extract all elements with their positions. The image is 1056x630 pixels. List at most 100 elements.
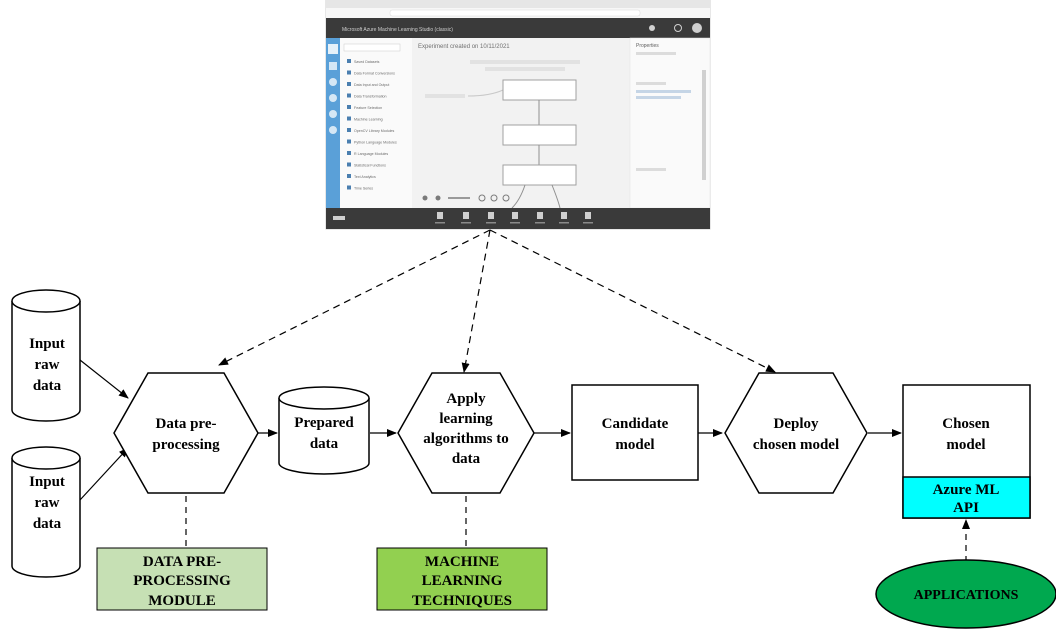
- command-button-icon[interactable]: [512, 212, 518, 219]
- command-button-icon[interactable]: [488, 212, 494, 219]
- apply-learning-line-1: Apply: [446, 391, 486, 407]
- module-item[interactable]: Machine Learning: [354, 118, 383, 122]
- module-palette: [340, 38, 412, 208]
- module-item-icon: [347, 128, 351, 132]
- palette-search-input[interactable]: [343, 43, 401, 52]
- command-button-icon[interactable]: [585, 212, 591, 219]
- module-item[interactable]: Saved Datasets: [354, 60, 380, 64]
- azure-ml-api-line-1: Azure ML: [933, 482, 1000, 498]
- data-preprocessing-line-2: processing: [152, 437, 220, 453]
- module-item-icon: [347, 174, 351, 178]
- datasets-icon[interactable]: [329, 110, 337, 118]
- machine-learning-techniques: MACHINE LEARNING TECHNIQUES: [376, 547, 548, 611]
- input-raw-data-2-line-1: Input: [29, 474, 65, 490]
- module-item-icon: [347, 151, 351, 155]
- input-raw-data-1: Input raw data: [11, 289, 81, 422]
- settings-icon[interactable]: [329, 126, 337, 134]
- experiment-module-3[interactable]: [502, 164, 577, 186]
- input-raw-data-1-line-2: raw: [35, 357, 60, 373]
- experiment-title: Experiment created on 10/11/2021: [418, 44, 510, 50]
- module-item[interactable]: Text Analytics: [354, 175, 376, 179]
- smile-icon[interactable]: [674, 24, 682, 32]
- fit-icon[interactable]: [478, 194, 486, 202]
- notebooks-icon[interactable]: [329, 94, 337, 102]
- deploy-model-line-1: Deploy: [774, 416, 820, 432]
- web-services-icon[interactable]: [329, 78, 337, 86]
- chosen-model-line-2: model: [946, 437, 985, 453]
- data-preprocessing-module: DATA PRE- PROCESSING MODULE: [96, 547, 268, 611]
- input-raw-data-2: Input raw data: [11, 446, 81, 578]
- module-item[interactable]: Time Series: [354, 187, 373, 191]
- ml-techniques-line-1: MACHINE: [425, 554, 499, 570]
- azure-ml-studio-screenshot: Microsoft Azure Machine Learning Studio …: [325, 0, 711, 230]
- candidate-model-line-1: Candidate: [602, 416, 669, 432]
- prep-module-line-3: MODULE: [148, 593, 216, 609]
- input-raw-data-1-line-3: data: [33, 378, 62, 394]
- avatar[interactable]: [692, 23, 702, 33]
- apply-learning-line-3: algorithms to: [423, 431, 508, 447]
- applications-label: APPLICATIONS: [914, 588, 1019, 603]
- properties-scrollbar[interactable]: [702, 70, 706, 180]
- deploy-model-stage: Deploy chosen model: [724, 372, 868, 494]
- command-button-caption: [486, 222, 496, 224]
- arrow-input2-to-preprocessing: [79, 447, 129, 501]
- zoom-out-icon[interactable]: [422, 195, 428, 201]
- azure-ml-api-line-2: API: [953, 500, 979, 516]
- module-item[interactable]: R Language Modules: [354, 152, 388, 156]
- command-button-icon[interactable]: [463, 212, 469, 219]
- ml-techniques-line-2: LEARNING: [422, 573, 503, 589]
- dashed-arrow-to-preprocessing: [218, 229, 491, 366]
- module-item-icon: [347, 70, 351, 75]
- module-item[interactable]: Data Input and Output: [354, 83, 389, 87]
- command-button-icon[interactable]: [437, 212, 443, 219]
- module-item-icon: [347, 59, 351, 63]
- prepared-data-line-2: data: [310, 436, 339, 452]
- module-item-icon: [347, 185, 351, 190]
- module-item[interactable]: Python Language Modules: [354, 141, 397, 145]
- data-preprocessing-stage: Data pre- processing: [113, 372, 259, 494]
- ml-techniques-line-3: TECHNIQUES: [412, 593, 512, 609]
- apply-learning-line-4: data: [452, 451, 481, 467]
- command-button-caption: [535, 222, 545, 224]
- module-item[interactable]: Statistical Functions: [354, 164, 386, 168]
- module-item[interactable]: Data Format Conversions: [354, 72, 395, 76]
- command-button-caption: [435, 222, 445, 224]
- chosen-model-line-1: Chosen: [942, 416, 990, 432]
- apply-learning-stage: Apply learning algorithms to data: [397, 372, 535, 494]
- input-raw-data-2-line-2: raw: [35, 495, 60, 511]
- azure-ml-api: Azure ML API: [902, 476, 1031, 519]
- new-button[interactable]: [333, 216, 345, 220]
- deploy-model-line-2: chosen model: [753, 437, 839, 453]
- input-raw-data-2-line-3: data: [33, 516, 62, 532]
- actual-size-icon[interactable]: [490, 194, 498, 202]
- properties-label: Properties: [636, 43, 659, 49]
- prep-module-line-1: DATA PRE-: [143, 554, 221, 570]
- zoom-toolbar: [422, 194, 510, 202]
- module-item[interactable]: Data Transformation: [354, 95, 387, 99]
- studio-topbar: [326, 18, 710, 38]
- module-item[interactable]: Feature Selection: [354, 106, 382, 110]
- studio-title: Microsoft Azure Machine Learning Studio …: [342, 27, 453, 33]
- projects-icon[interactable]: [328, 44, 338, 54]
- module-item-icon: [347, 82, 351, 86]
- data-preprocessing-line-1: Data pre-: [156, 416, 217, 432]
- module-item-icon: [347, 139, 351, 144]
- module-item-icon: [347, 116, 351, 121]
- experiments-icon[interactable]: [329, 62, 337, 70]
- experiment-module-2[interactable]: [502, 124, 577, 146]
- command-button-caption: [583, 222, 593, 224]
- command-button-icon[interactable]: [537, 212, 543, 219]
- help-icon[interactable]: [649, 25, 655, 31]
- prepared-data-store: Prepared data: [278, 386, 370, 475]
- experiment-module-1[interactable]: [502, 79, 577, 101]
- candidate-model: Candidate model: [571, 384, 699, 481]
- zoom-in-icon[interactable]: [435, 195, 441, 201]
- module-item[interactable]: OpenCV Library Modules: [354, 129, 395, 133]
- module-item-icon: [347, 162, 351, 167]
- minimap-icon[interactable]: [502, 194, 510, 202]
- command-button-icon[interactable]: [561, 212, 567, 219]
- module-item-icon: [347, 105, 351, 109]
